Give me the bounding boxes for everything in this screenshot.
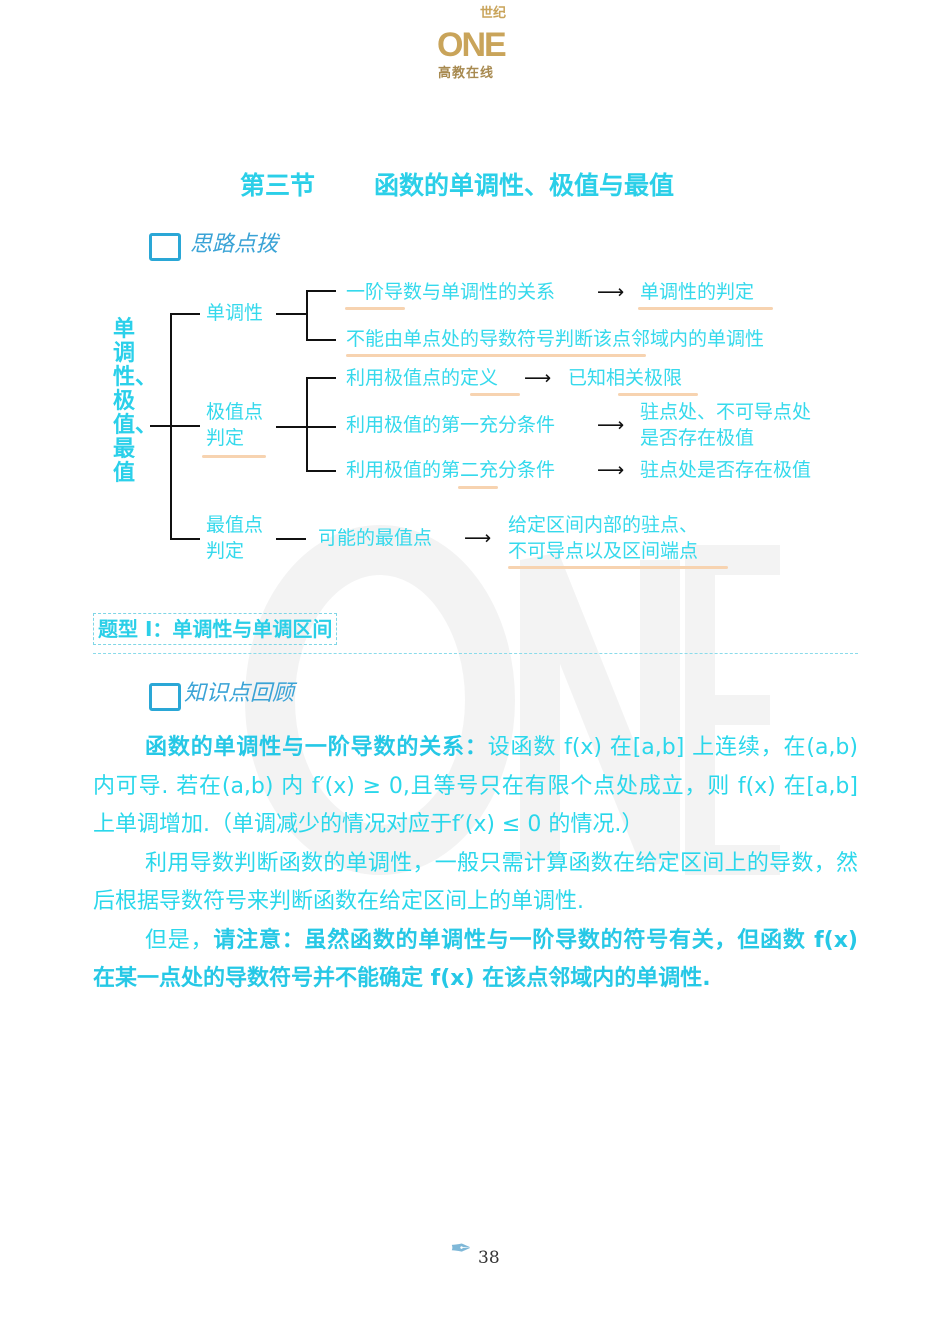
- divider: [93, 653, 858, 654]
- paragraph-text: 但是，: [145, 927, 214, 953]
- body-text: 函数的单调性与一阶导数的关系：设函数 f(x) 在[a,b] 上连续，在(a,b…: [93, 729, 858, 999]
- highlight-underline: [345, 307, 405, 310]
- feather-icon: ✒: [450, 1234, 472, 1264]
- node: 给定区间内部的驻点、: [508, 514, 699, 536]
- logo-sub: 高教在线: [438, 66, 495, 81]
- tree-line: [306, 339, 336, 341]
- section-heading: 思路点拨: [190, 232, 279, 257]
- bold-term: 函数的单调性与一阶导数的关系：: [145, 735, 488, 760]
- tree-line: [306, 290, 336, 292]
- node: 已知相关极限: [568, 367, 683, 389]
- arrow-icon: ⟶: [597, 414, 625, 436]
- tree-line: [170, 313, 200, 315]
- arrow-icon: ⟶: [464, 527, 492, 549]
- pen-icon: [149, 683, 181, 711]
- paragraph-text: 设函数 f(x) 在[a,b] 上连续，在(a,b) 内可导. 若在(a,b) …: [93, 735, 858, 837]
- node-monotonicity: 单调性: [206, 302, 264, 324]
- highlight-underline: [458, 486, 498, 489]
- tree-line: [276, 538, 306, 540]
- page-title: 函数的单调性、极值与最值: [374, 171, 675, 200]
- node: 可能的最值点: [318, 527, 433, 549]
- node: 一阶导数与单调性的关系: [346, 281, 556, 303]
- page-number: 38: [478, 1248, 500, 1268]
- diagram-root: 单调性、极值、最值: [113, 317, 158, 486]
- highlight-underline: [202, 455, 266, 458]
- highlight-underline: [638, 307, 773, 310]
- arrow-icon: ⟶: [597, 281, 625, 303]
- node: 是否存在极值: [640, 427, 755, 449]
- tree-line: [170, 538, 200, 540]
- highlight-underline: [618, 393, 698, 396]
- bold-note: 请注意：虽然函数的单调性与一阶导数的符号有关，但函数 f(x) 在某一点处的导数…: [93, 927, 858, 992]
- logo-top: 世纪: [480, 6, 507, 21]
- node: 利用极值点的定义: [346, 367, 499, 389]
- node-maximum: 最值点: [206, 514, 264, 536]
- watermark-logo: [245, 525, 780, 875]
- node: 利用极值的第二充分条件: [346, 459, 556, 481]
- highlight-underline: [470, 393, 520, 396]
- node-extremum-2: 判定: [206, 427, 245, 449]
- node: 单调性的判定: [640, 281, 755, 303]
- arrow-icon: ⟶: [524, 367, 552, 389]
- highlight-underline: [346, 354, 646, 357]
- paragraph: 函数的单调性与一阶导数的关系：设函数 f(x) 在[a,b] 上连续，在(a,b…: [93, 729, 858, 845]
- tree-line: [306, 290, 308, 340]
- node: 不可导点以及区间端点: [508, 540, 699, 562]
- logo: ONE: [437, 26, 507, 64]
- pen-icon: [149, 233, 181, 261]
- section-heading: 知识点回顾: [184, 681, 295, 706]
- tree-line: [306, 377, 336, 379]
- node-extremum: 极值点: [206, 401, 264, 423]
- paragraph: 利用导数判断函数的单调性，一般只需计算函数在给定区间上的导数，然后根据导数符号来…: [93, 850, 858, 915]
- arrow-icon: ⟶: [597, 459, 625, 481]
- tree-line: [306, 377, 308, 471]
- tree-line: [306, 470, 336, 472]
- question-type-label: 题型 Ⅰ：单调性与单调区间: [93, 613, 338, 645]
- node: 驻点处、不可导点处: [640, 401, 812, 423]
- paragraph: 但是，请注意：虽然函数的单调性与一阶导数的符号有关，但函数 f(x) 在某一点处…: [93, 922, 858, 999]
- node-maximum-2: 判定: [206, 540, 245, 562]
- node: 利用极值的第一充分条件: [346, 414, 556, 436]
- tree-line: [150, 425, 200, 427]
- highlight-underline: [508, 566, 728, 569]
- section-number: 第三节: [240, 171, 316, 200]
- node: 不能由单点处的导数符号判断该点邻域内的单调性: [346, 328, 765, 350]
- tree-line: [276, 313, 306, 315]
- node: 驻点处是否存在极值: [640, 459, 812, 481]
